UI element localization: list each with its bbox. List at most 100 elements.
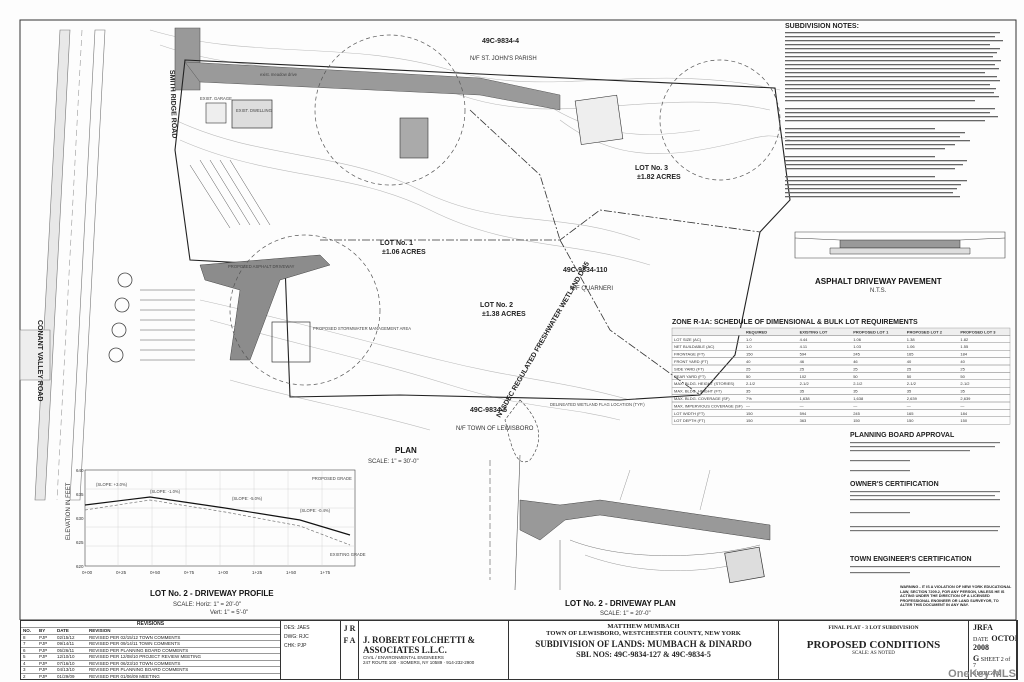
profile-proposed-grade: PROPOSED GRADE [312, 476, 352, 481]
profile-ytick-label: 620 [76, 564, 84, 569]
revision-cell: 07/16/10 [57, 660, 75, 666]
zoning-cell: 363 [800, 418, 807, 423]
revision-cell: PJP [39, 673, 48, 679]
profile-slope-1: (SLOPE: +3.0%) [96, 482, 128, 487]
sheet-number: SHEET 2 of 7 [973, 657, 1011, 669]
zoning-cell: — [907, 403, 911, 408]
zoning-cell: 2-1/2 [746, 381, 756, 386]
detail-title: ASPHALT DRIVEWAY PAVEMENT [815, 277, 942, 286]
revision-cell: REVISED PER PLANNING BOARD COMMENTS [89, 667, 189, 672]
watermark: OneKey MLS [948, 668, 1016, 680]
profile-scale-horiz: SCALE: Horiz: 1" = 20'-0" [173, 602, 241, 608]
lot3-name: LOT No. 3 [635, 165, 668, 172]
zoning-cell: 35 [800, 389, 805, 394]
zoning-cell: SIDE YARD (FT) [674, 366, 705, 371]
zoning-cell: FRONTAGE (FT) [674, 352, 705, 357]
zoning-row-border [671, 327, 1011, 336]
zoning-cell: LOT WIDTH (FT) [674, 411, 705, 416]
zoning-row-border [671, 357, 1011, 366]
drafting-credits: DES: JAES DWG: RJC CHK: PJP [281, 621, 341, 679]
zoning-cell: 25 [960, 366, 965, 371]
zoning-cell: 1.82 [960, 337, 969, 342]
profile-xtick-label: 1+50 [286, 570, 297, 575]
zoning-cell: 102 [800, 374, 807, 379]
zoning-cell: 1.03 [853, 344, 862, 349]
profile-xtick-label: 0+50 [150, 570, 161, 575]
zoning-cell: 245 [853, 352, 860, 357]
zoning-cell: 40 [907, 359, 912, 364]
zoning-cell: — [853, 403, 857, 408]
zoning-cell: 594 [800, 352, 807, 357]
zoning-cell: 1,638 [800, 396, 811, 401]
existing-dwelling-building [231, 99, 273, 129]
zoning-cell: 35 [853, 389, 858, 394]
profile-slope-3: (SLOPE: -5.0%) [232, 496, 263, 501]
zoning-cell: 150 [746, 352, 753, 357]
parcel-north-id: 49C-9834-4 [482, 38, 519, 45]
warning-text: WARNING - IT IS A VIOLATION OF NEW YORK … [900, 585, 1012, 608]
plan-title: PLAN [395, 446, 417, 455]
revision-cell: 4 [23, 660, 26, 666]
revision-cell: PJP [39, 667, 48, 672]
revision-cell: 3 [23, 667, 26, 672]
zoning-cell: 1.0 [746, 337, 752, 342]
zoning-cell: 2,639 [907, 396, 918, 401]
building-lot1 [399, 117, 429, 159]
zoning-cell: MAX. BLDG. HEIGHT (STORIES) [674, 381, 735, 386]
subdivision-notes-text [785, 32, 1003, 198]
lot1-area: ±1.06 ACRES [382, 249, 426, 256]
zoning-cell: 150 [907, 418, 914, 423]
smith-ridge-road: SMITH RIDGE ROAD [34, 29, 177, 501]
profile-slope-4: (SLOPE: -0.4%) [300, 508, 331, 513]
septic-field-lot2 [140, 289, 195, 361]
planning-board-title: PLANNING BOARD APPROVAL [850, 432, 955, 439]
zoning-cell: 4.11 [800, 344, 808, 349]
zoning-cell: 46 [853, 359, 858, 364]
existing-garage-building [205, 102, 227, 124]
zoning-cell: 50 [746, 374, 751, 379]
conant-valley-road-label: CONANT VALLEY ROAD [36, 320, 43, 401]
contour-lines [149, 29, 791, 431]
existing-driveway [184, 61, 561, 111]
revisions-title: REVISIONS [21, 621, 280, 628]
zoning-row-border [671, 350, 1011, 358]
zoning-cell: 35 [960, 389, 965, 394]
zoning-cell: 245 [853, 411, 860, 416]
zoning-cell: MAX. BLDG. COVERAGE (SF) [674, 396, 730, 401]
zoning-cell: 46 [800, 359, 805, 364]
zoning-cell: 165 [907, 352, 914, 357]
zoning-cell: 25 [853, 366, 858, 371]
zoning-cell: 2,639 [960, 396, 971, 401]
parcel-east-owner: N/F QUARNERI [570, 286, 613, 292]
revisions-header: NO. BY DATE REVISION [21, 628, 280, 635]
zoning-cell: MAX. IMPERVIOUS COVERAGE (SF) [674, 403, 743, 408]
firm-name: J. ROBERT FOLCHETTI & ASSOCIATES L.L.C. [363, 635, 476, 655]
profile-ytick-label: 640 [76, 468, 84, 473]
zoning-cell: 1.06 [907, 344, 916, 349]
profile-slope-2: (SLOPE: -1.0%) [150, 489, 181, 494]
profile-xtick-label: 0+25 [116, 570, 127, 575]
revision-cell: REVISED PER 02/15/12 TOWN COMMENTS [89, 634, 181, 640]
proposed-driveway-lot2 [199, 254, 331, 361]
revision-cell: 04/13/10 [57, 667, 75, 672]
zoning-cell: NET BUILDABLE (AC) [674, 344, 715, 349]
checker: CHK: PJP [284, 643, 307, 649]
zoning-cell: 184 [960, 352, 967, 357]
parcel-north-owner: N/F ST. JOHN'S PARISH [470, 56, 537, 62]
zoning-cell: 25 [907, 366, 912, 371]
sheet-scale: SCALE: AS NOTED [852, 651, 895, 656]
revision-cell: PJP [39, 647, 48, 653]
svg-text:exist. meadow drive: exist. meadow drive [260, 72, 298, 77]
profile-ylabel: ELEVATION IN FEET [66, 482, 72, 540]
revision-cell: REVISED PER PLANNING BOARD COMMENTS [89, 647, 189, 653]
jrfa-label: JRFA [973, 623, 993, 632]
zoning-cell: — [746, 403, 750, 408]
profile-xtick-label: 1+75 [320, 570, 331, 575]
firm-sub: CIVIL / ENVIRONMENTAL ENGINEERS [363, 655, 444, 660]
